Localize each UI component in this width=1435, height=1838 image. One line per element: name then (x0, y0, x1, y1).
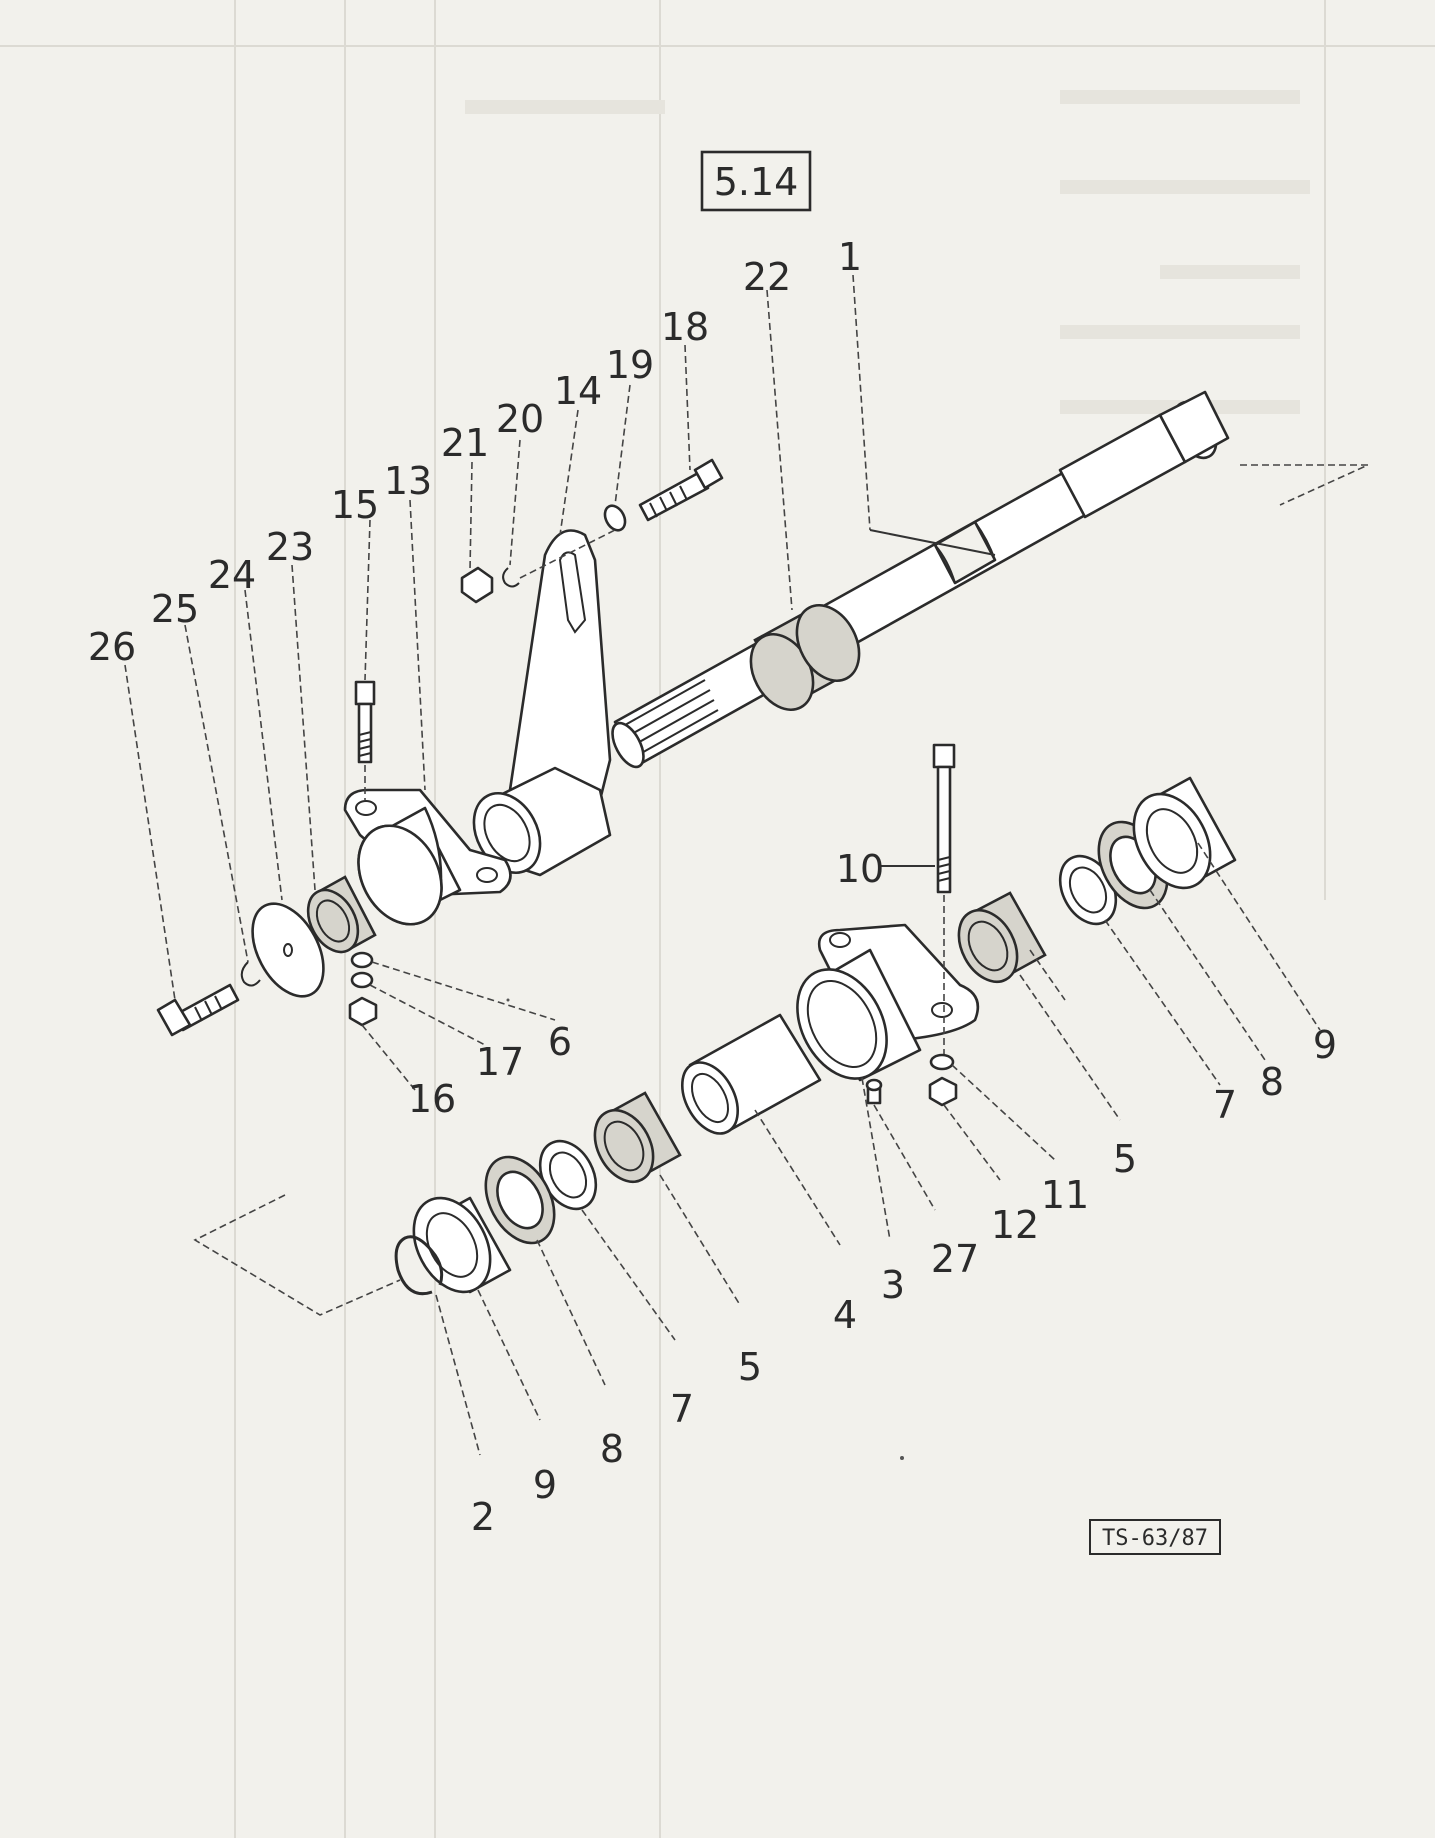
washer-part-19 (603, 504, 627, 532)
nut-part-16 (348, 996, 378, 1027)
callout-14: 14 (554, 369, 602, 413)
callout-18: 18 (661, 305, 709, 349)
callout-2: 2 (471, 1495, 495, 1539)
callout-20: 20 (496, 397, 544, 441)
callout-25: 25 (151, 587, 199, 631)
callout-4: 4 (833, 1293, 857, 1337)
callout-27: 27 (931, 1237, 979, 1281)
callout-10: 10 (836, 847, 884, 891)
ring-part-7-upper (1058, 854, 1118, 926)
callout-7-lower: 7 (670, 1387, 694, 1431)
callout-26: 26 (88, 625, 136, 669)
callout-8-lower: 8 (600, 1427, 624, 1471)
callout-5-lower: 5 (738, 1345, 762, 1389)
assembly-axis-lower (193, 1194, 401, 1316)
callout-labels: 1 22 18 19 14 20 21 13 15 23 24 25 26 10… (88, 235, 1337, 1539)
bolt-part-26 (156, 983, 240, 1037)
cover-part-9-lower (412, 1196, 512, 1294)
drawing-reference: TS-63/87 (1102, 1526, 1208, 1551)
lever-arm-part-14 (472, 529, 612, 877)
callout-9-right: 9 (1313, 1023, 1337, 1067)
callout-22: 22 (743, 255, 791, 299)
bolt-part-15 (354, 680, 376, 764)
needle-bearing-part-23 (306, 875, 377, 954)
assembly-axis-upper (1240, 464, 1369, 506)
callout-9-lower: 9 (533, 1463, 557, 1507)
sleeve-part-4 (680, 1013, 822, 1135)
speck (900, 1456, 904, 1460)
needle-bearing-part-5-upper (957, 891, 1047, 984)
seal-part-8-lower (484, 1155, 556, 1245)
callout-3: 3 (881, 1263, 905, 1307)
callout-15: 15 (331, 483, 379, 527)
callout-leaders (124, 274, 1321, 1456)
callout-8-right: 8 (1260, 1060, 1284, 1104)
callout-1: 1 (838, 235, 862, 279)
clip-part-20 (502, 567, 520, 588)
callout-11: 11 (1041, 1173, 1089, 1217)
speck (506, 998, 510, 1002)
callout-13: 13 (384, 459, 432, 503)
callout-7-right: 7 (1213, 1083, 1237, 1127)
drawing-reference-box (1089, 1519, 1221, 1555)
nut-part-12 (928, 1076, 958, 1107)
washer-part-6 (350, 951, 374, 969)
grease-nipple-part-27 (865, 1078, 883, 1105)
washer-part-17 (350, 971, 374, 989)
splined-shaft-part-1 (611, 390, 1230, 769)
circlip-part-25 (240, 961, 261, 987)
figure-number: 5.14 (714, 160, 799, 204)
bush-part-22 (749, 604, 861, 711)
needle-bearing-part-5-lower (593, 1091, 682, 1184)
callout-16: 16 (408, 1077, 456, 1121)
cover-part-9-upper (1132, 776, 1237, 890)
callout-17: 17 (476, 1040, 524, 1084)
callout-23: 23 (266, 525, 314, 569)
figure-number-box (700, 150, 812, 212)
washer-part-11 (929, 1053, 955, 1071)
callout-24: 24 (208, 553, 256, 597)
callout-21: 21 (441, 421, 489, 465)
callout-6: 6 (548, 1020, 572, 1064)
long-bolt-part-10 (932, 743, 956, 894)
callout-12: 12 (991, 1203, 1039, 1247)
housing-part-3 (796, 923, 980, 1082)
circlip-part-2 (394, 1235, 444, 1296)
thrust-washer-part-24 (251, 902, 325, 998)
nut-part-21 (460, 566, 494, 604)
clamp-housing-part-13 (343, 788, 512, 926)
callout-5-right: 5 (1113, 1137, 1137, 1181)
callout-19: 19 (606, 343, 654, 387)
bolt-part-18 (638, 458, 724, 522)
